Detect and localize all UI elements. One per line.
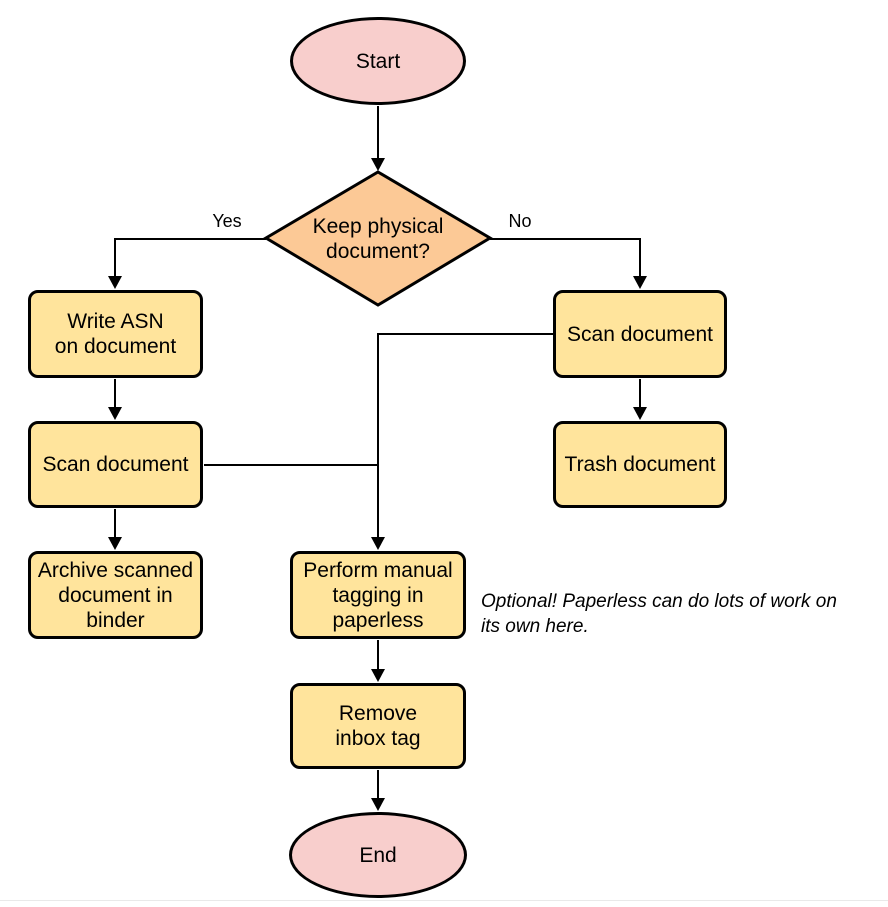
node-archive-document-label: Archive scanned document in binder — [37, 558, 194, 632]
arrowhead — [633, 407, 647, 420]
arrowhead — [371, 537, 385, 550]
node-scan-document-left-label: Scan document — [42, 453, 189, 476]
node-trash-document: Trash document — [553, 421, 727, 508]
arrowhead — [371, 798, 385, 811]
node-decision-label: Keep physical document? — [312, 214, 444, 263]
page-bottom-divider — [0, 900, 888, 901]
node-end-label: End — [359, 843, 397, 867]
arrowhead — [371, 158, 385, 171]
edge-label-yes: Yes — [212, 211, 242, 231]
node-start-label: Start — [355, 49, 401, 73]
node-scan-document-right: Scan document — [553, 290, 727, 378]
arrowhead — [371, 669, 385, 682]
arrowhead — [108, 276, 122, 289]
node-start: Start — [290, 17, 466, 105]
node-write-asn-label: Write ASN on document — [54, 310, 177, 358]
node-write-asn: Write ASN on document — [28, 290, 203, 378]
edge-decision-to-scan-right — [490, 238, 641, 276]
node-remove-inbox-tag-label: Remove inbox tag — [335, 702, 421, 750]
optional-note: Optional! Paperless can do lots of work … — [481, 591, 837, 637]
node-trash-document-label: Trash document — [564, 453, 716, 476]
edge-decision-to-write-asn — [114, 238, 266, 276]
node-remove-inbox-tag: Remove inbox tag — [290, 683, 466, 769]
node-scan-document-left: Scan document — [28, 421, 203, 508]
node-end: End — [289, 812, 467, 898]
decision-shape — [263, 170, 493, 307]
edge-scan-right-to-tagging — [377, 333, 553, 537]
arrowhead — [108, 407, 122, 420]
edge-label-no: No — [508, 211, 532, 231]
arrowhead — [108, 537, 122, 550]
node-scan-document-right-label: Scan document — [567, 322, 713, 346]
node-manual-tagging-label: Perform manual tagging in paperless — [303, 558, 453, 632]
node-decision: Keep physical document? — [266, 196, 490, 281]
node-manual-tagging: Perform manual tagging in paperless — [290, 551, 466, 639]
node-archive-document: Archive scanned document in binder — [28, 551, 203, 639]
arrowhead — [633, 276, 647, 289]
